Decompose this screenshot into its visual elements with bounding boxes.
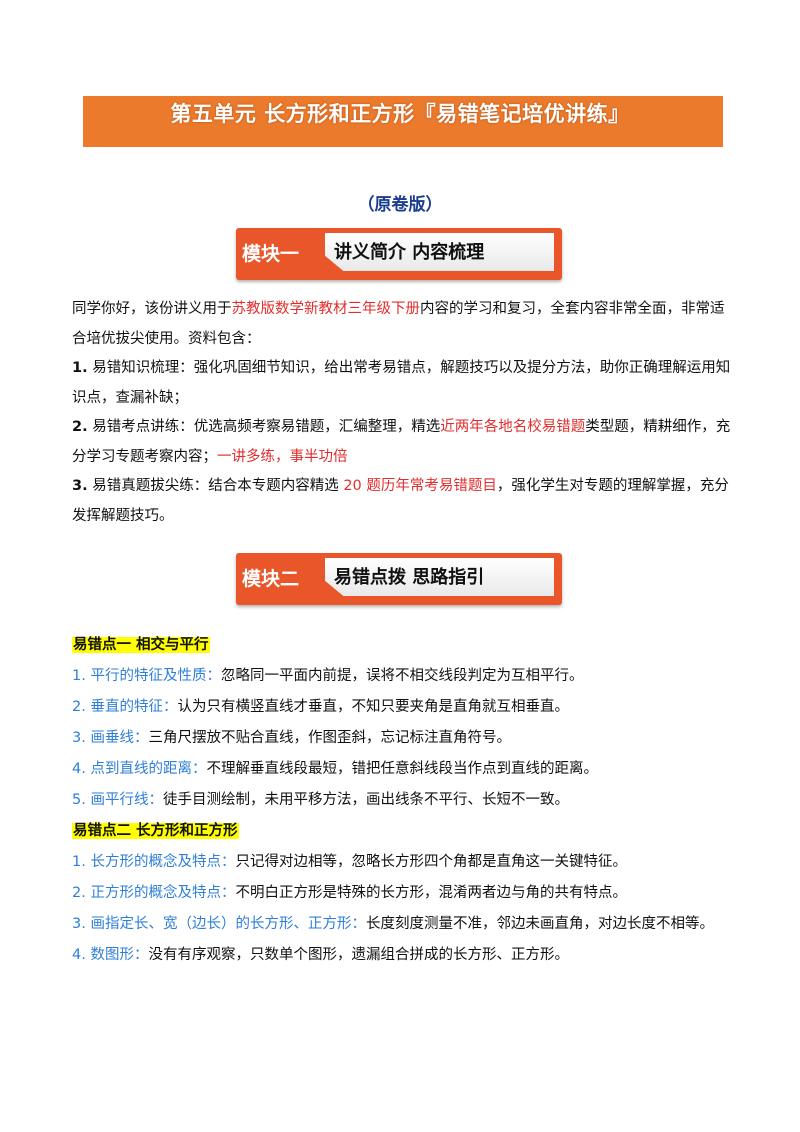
- section-one-title: 易错点一 相交与平行: [72, 630, 732, 661]
- item-key: 画垂线：: [90, 730, 149, 746]
- list-item: 3. 画垂线：三角尺摆放不贴合直线，作图歪斜，忘记标注直角符号。: [72, 723, 732, 754]
- item-key: 点到直线的距离：: [90, 761, 207, 777]
- list-item: 5. 画平行线：徒手目测绘制，未用平移方法，画出线条不平行、长短不一致。: [72, 785, 732, 816]
- module-two-header: 模块二 易错点拨 思路指引: [236, 553, 562, 605]
- item-number: 1.: [72, 668, 86, 684]
- intro-paragraph: 同学你好，该份讲义用于苏教版数学新教材三年级下册内容的学习和复习，全套内容非常全…: [72, 295, 732, 354]
- item-number: 1.: [72, 360, 88, 376]
- item-number: 4.: [72, 761, 86, 777]
- list-item: 2. 正方形的概念及特点：不明白正方形是特殊的长方形，混淆两者边与角的共有特点。: [72, 878, 732, 909]
- item-text: 易错真题拔尖练：结合本专题内容精选: [87, 478, 344, 494]
- item-number: 4.: [72, 947, 86, 963]
- item-text: 不理解垂直线段最短，错把任意斜线段当作点到直线的距离。: [206, 761, 598, 777]
- module-one-header: 模块一 讲义简介 内容梳理: [236, 228, 562, 280]
- item-text-2: ，强化学生对专题的理解掌握，充分发挥解题技巧。: [72, 478, 729, 524]
- title-banner: [83, 96, 723, 147]
- section-two-title: 易错点二 长方形和正方形: [72, 816, 732, 847]
- item-text: 只记得对边相等，忽略长方形四个角都是直角这一关键特征。: [235, 854, 627, 870]
- item-key: 垂直的特征：: [90, 699, 178, 715]
- item-text: 认为只有横竖直线才垂直，不知只要夹角是直角就互相垂直。: [177, 699, 569, 715]
- item-number: 5.: [72, 792, 86, 808]
- item-text: 徒手目测绘制，未用平移方法，画出线条不平行、长短不一致。: [162, 792, 569, 808]
- document-title: 第五单元 长方形和正方形『易错笔记培优讲练』: [170, 102, 630, 126]
- list-item: 4. 点到直线的距离：不理解垂直线段最短，错把任意斜线段当作点到直线的距离。: [72, 754, 732, 785]
- module-two-card: [325, 558, 554, 596]
- edition-label: （原卷版）: [357, 195, 443, 215]
- item-number: 1.: [72, 854, 86, 870]
- item-text: 长度刻度测量不准，邻边未画直角，对边长度不相等。: [365, 916, 714, 932]
- item-text: 易错考点讲练：优选高频考察易错题，汇编整理，精选: [87, 419, 441, 435]
- intro-item-2: 2. 易错考点讲练：优选高频考察易错题，汇编整理，精选近两年各地名校易错题类型题…: [72, 413, 732, 472]
- item-key: 正方形的概念及特点：: [90, 885, 236, 901]
- module-one-tag: 模块一: [242, 243, 300, 265]
- intro-section: 同学你好，该份讲义用于苏教版数学新教材三年级下册内容的学习和复习，全套内容非常全…: [72, 295, 732, 531]
- item-number: 3.: [72, 478, 88, 494]
- item-number: 3.: [72, 730, 86, 746]
- item-number: 2.: [72, 885, 86, 901]
- list-item: 1. 长方形的概念及特点：只记得对边相等，忽略长方形四个角都是直角这一关键特征。: [72, 847, 732, 878]
- module-one-heading: 讲义简介 内容梳理: [334, 242, 485, 263]
- item-text: 忽略同一平面内前提，误将不相交线段判定为互相平行。: [220, 668, 584, 684]
- section-title: 易错点二 长方形和正方形: [72, 823, 239, 839]
- module-two-heading: 易错点拨 思路指引: [334, 567, 485, 588]
- item-key: 画平行线：: [90, 792, 163, 808]
- item-number: 2.: [72, 419, 88, 435]
- item-highlight: 20 题历年常考易错题目: [343, 478, 497, 494]
- item-highlight-2: 一讲多练，事半功倍: [217, 448, 348, 465]
- module-one-card: [325, 233, 554, 271]
- list-item: 4. 数图形：没有有序观察，只数单个图形，遗漏组合拼成的长方形、正方形。: [72, 940, 732, 971]
- intro-item-1: 1. 易错知识梳理：强化巩固细节知识，给出常考易错点，解题技巧以及提分方法，助你…: [72, 354, 732, 413]
- item-highlight: 近两年各地名校易错题: [440, 419, 586, 435]
- error-points: 易错点一 相交与平行 1. 平行的特征及性质：忽略同一平面内前提，误将不相交线段…: [72, 630, 732, 971]
- item-number: 2.: [72, 699, 86, 715]
- intro-highlight: 苏教版数学新教材三年级下册: [231, 301, 421, 317]
- item-key: 平行的特征及性质：: [90, 668, 221, 684]
- intro-text: 同学你好，该份讲义用于: [72, 301, 232, 317]
- item-text: 三角尺摆放不贴合直线，作图歪斜，忘记标注直角符号。: [148, 730, 511, 746]
- list-item: 2. 垂直的特征：认为只有横竖直线才垂直，不知只要夹角是直角就互相垂直。: [72, 692, 732, 723]
- item-key: 长方形的概念及特点：: [90, 854, 236, 870]
- item-number: 3.: [72, 916, 86, 932]
- list-item: 3. 画指定长、宽（边长）的长方形、正方形：长度刻度测量不准，邻边未画直角，对边…: [72, 909, 732, 940]
- item-text-2: 类型题，精耕细作，充分学习专题考察内容；: [72, 419, 731, 465]
- list-item: 1. 平行的特征及性质：忽略同一平面内前提，误将不相交线段判定为互相平行。: [72, 661, 732, 692]
- intro-text-2: 内容的学习和复习，全套内容非常全面，非常适合培优拔尖使用。资料包含：: [72, 301, 725, 347]
- item-key: 数图形：: [90, 947, 149, 963]
- item-text: 没有有序观察，只数单个图形，遗漏组合拼成的长方形、正方形。: [148, 947, 569, 963]
- intro-item-3: 3. 易错真题拔尖练：结合本专题内容精选 20 题历年常考易错题目，强化学生对专…: [72, 472, 732, 531]
- section-title: 易错点一 相交与平行: [72, 637, 210, 653]
- item-text: 易错知识梳理：强化巩固细节知识，给出常考易错点，解题技巧以及提分方法，助你正确理…: [72, 360, 731, 406]
- item-key: 画指定长、宽（边长）的长方形、正方形：: [90, 916, 366, 932]
- module-two-tag: 模块二: [242, 568, 300, 590]
- item-text: 不明白正方形是特殊的长方形，混淆两者边与角的共有特点。: [235, 885, 627, 901]
